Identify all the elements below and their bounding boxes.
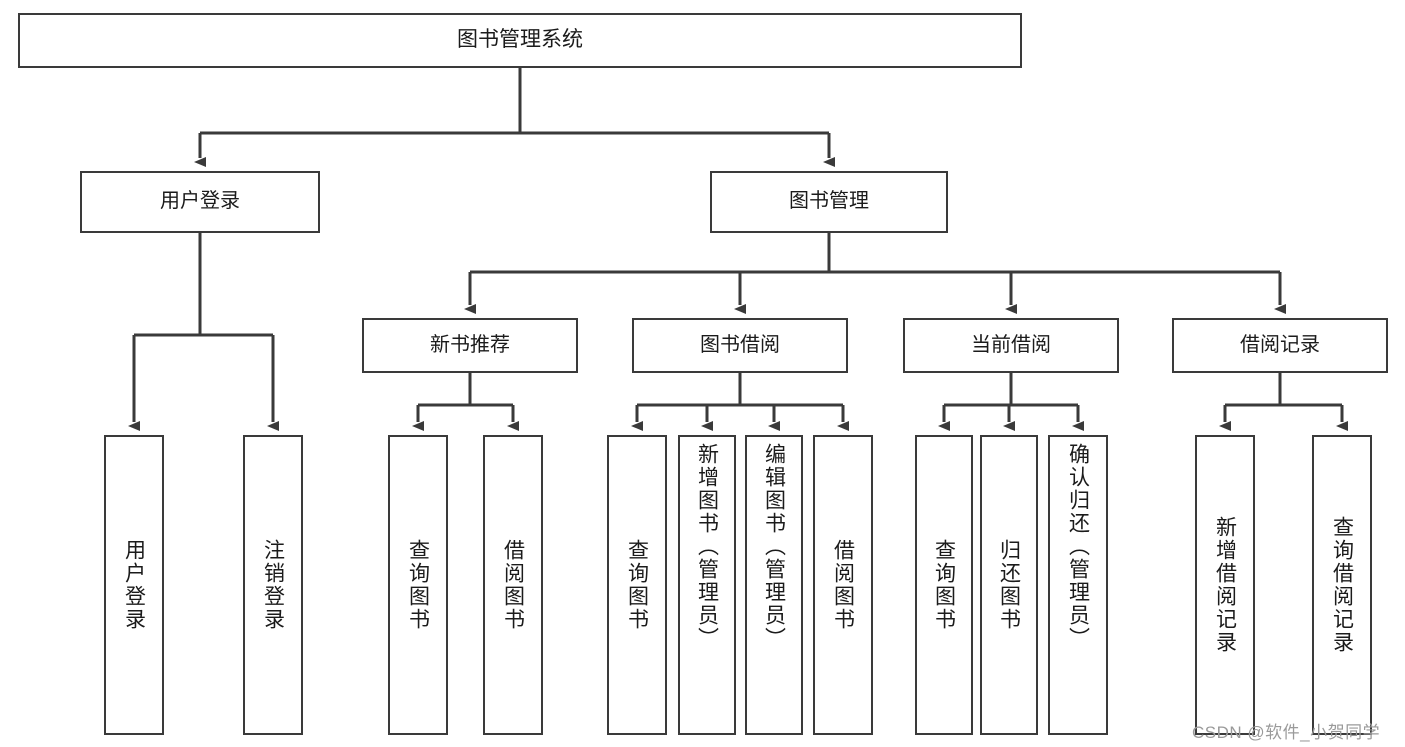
node-add-borrow-record[interactable]: 新增借阅记录 bbox=[1195, 435, 1255, 735]
node-label: 查询图书 bbox=[406, 539, 430, 631]
node-label: 编辑图书（管理员） bbox=[762, 443, 786, 650]
node-label: 新书推荐 bbox=[430, 333, 510, 356]
node-query-book-borrow[interactable]: 查询图书 bbox=[607, 435, 667, 735]
node-label: 图书借阅 bbox=[700, 333, 780, 356]
node-current-borrow[interactable]: 当前借阅 bbox=[903, 318, 1119, 373]
node-book-manage[interactable]: 图书管理 bbox=[710, 171, 948, 233]
node-label: 用户登录 bbox=[160, 190, 240, 213]
watermark: CSDN @软件_小贺同学 bbox=[1192, 723, 1381, 742]
node-query-book-current[interactable]: 查询图书 bbox=[915, 435, 973, 735]
node-label: 当前借阅 bbox=[971, 333, 1051, 356]
node-return-book[interactable]: 归还图书 bbox=[980, 435, 1038, 735]
node-user-login[interactable]: 用户登录 bbox=[80, 171, 320, 233]
node-label: 图书管理系统 bbox=[457, 28, 583, 52]
node-logout-leaf[interactable]: 注销登录 bbox=[243, 435, 303, 735]
node-edit-book-admin[interactable]: 编辑图书（管理员） bbox=[745, 435, 803, 735]
node-query-book-rec[interactable]: 查询图书 bbox=[388, 435, 448, 735]
node-label: 查询借阅记录 bbox=[1330, 516, 1354, 654]
node-query-borrow-record[interactable]: 查询借阅记录 bbox=[1312, 435, 1372, 735]
node-new-book-recommend[interactable]: 新书推荐 bbox=[362, 318, 578, 373]
node-label: 新增图书（管理员） bbox=[695, 443, 719, 650]
node-label: 借阅记录 bbox=[1240, 333, 1320, 356]
node-label: 用户登录 bbox=[122, 539, 146, 631]
node-label: 注销登录 bbox=[261, 539, 285, 631]
node-book-borrow[interactable]: 图书借阅 bbox=[632, 318, 848, 373]
node-label: 查询图书 bbox=[932, 539, 956, 631]
node-label: 借阅图书 bbox=[501, 539, 525, 631]
node-user-login-leaf[interactable]: 用户登录 bbox=[104, 435, 164, 735]
node-borrow-record[interactable]: 借阅记录 bbox=[1172, 318, 1388, 373]
node-confirm-return-admin[interactable]: 确认归还（管理员） bbox=[1048, 435, 1108, 735]
node-add-book-admin[interactable]: 新增图书（管理员） bbox=[678, 435, 736, 735]
node-label: 新增借阅记录 bbox=[1213, 516, 1237, 654]
node-label: 借阅图书 bbox=[831, 539, 855, 631]
node-borrow-book-rec[interactable]: 借阅图书 bbox=[483, 435, 543, 735]
node-label: 查询图书 bbox=[625, 539, 649, 631]
node-label: 归还图书 bbox=[997, 539, 1021, 631]
node-label: 图书管理 bbox=[789, 190, 869, 213]
node-label: 确认归还（管理员） bbox=[1066, 443, 1090, 650]
node-root[interactable]: 图书管理系统 bbox=[18, 13, 1022, 68]
node-borrow-book[interactable]: 借阅图书 bbox=[813, 435, 873, 735]
